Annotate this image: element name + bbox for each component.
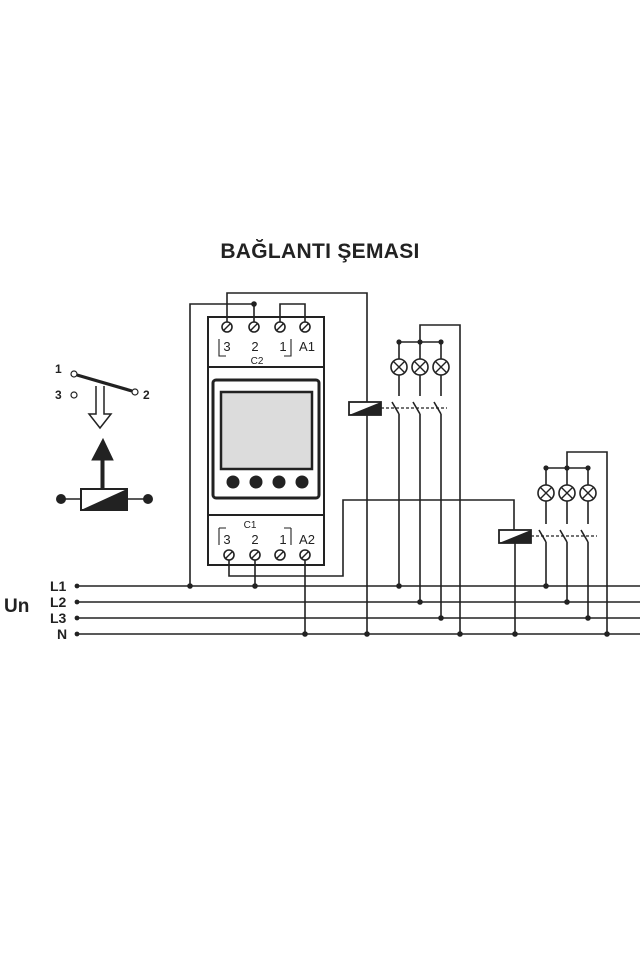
lamp-group-2-neutral (566, 451, 608, 634)
device-button-2[interactable] (249, 475, 263, 489)
coil-fill-icon (81, 489, 127, 510)
lamp-group-1 (390, 324, 463, 637)
device-top-module (207, 316, 325, 368)
contact-label-1: 1 (55, 362, 62, 376)
contactor-1-pole-1 (391, 360, 400, 586)
top-contact-bracket (218, 339, 292, 357)
device-button-1[interactable] (226, 475, 240, 489)
device-button-3[interactable] (272, 475, 286, 489)
bottom-contact-bracket (218, 527, 292, 545)
top-channel-label: C2 (251, 356, 264, 367)
diagram-title: BAĞLANTI ŞEMASI (220, 240, 420, 263)
contactor-1-pole-2 (412, 360, 421, 602)
line-label-n: N (57, 626, 67, 642)
bottom-terminal-screws (223, 549, 311, 561)
lamp-group-2 (537, 451, 610, 637)
hollow-arrow-down-icon (87, 386, 113, 430)
supply-voltage-label: Un (4, 596, 29, 617)
contact-label-2: 2 (143, 388, 150, 402)
line-label-l2: L2 (50, 594, 67, 610)
contactor-2-pole-2 (559, 500, 568, 602)
wire-c1-to-contactor2 (228, 499, 515, 577)
contact-label-3: 3 (55, 388, 62, 402)
solid-arrow-up-icon (91, 437, 114, 491)
top-terminal-screws (221, 321, 311, 333)
top-terminal-a1: A1 (299, 339, 315, 354)
wire-top-bridge (279, 303, 306, 322)
device-button-4[interactable] (295, 475, 309, 489)
top-terminal-2: 2 (251, 339, 258, 354)
contactor-2-pole-1 (538, 500, 547, 586)
lamp-group-1-neutral (419, 324, 461, 634)
bottom-terminal-a2: A2 (299, 532, 315, 547)
contactor-2 (498, 451, 610, 637)
top-terminal-3: 3 (223, 339, 230, 354)
timer-device: 3 2 1 A1 C2 C1 3 2 1 A2 (207, 316, 325, 566)
contact-point-2-icon (131, 388, 139, 396)
contact-point-3-icon (70, 391, 78, 399)
wire-l1-to-c2-common (189, 303, 255, 586)
coil-terminal-left-icon (56, 494, 66, 504)
contact-symbol: 1 3 2 (55, 362, 153, 511)
bottom-terminal-3: 3 (223, 532, 230, 547)
control-wiring (187, 292, 515, 637)
bottom-terminal-1: 1 (279, 532, 286, 547)
bottom-channel-label: C1 (244, 520, 257, 531)
contactor-1-pole-3 (433, 360, 442, 618)
wire-c2-to-neutral (226, 292, 368, 634)
line-label-l3: L3 (50, 610, 67, 626)
coil-terminal-right-icon (143, 494, 153, 504)
contact-lever-icon (76, 373, 133, 393)
contactor-2-pole-3 (580, 500, 589, 618)
bottom-terminal-2: 2 (251, 532, 258, 547)
lcd-screen (219, 390, 314, 471)
contact-point-1-icon (70, 370, 78, 378)
contactor-1 (348, 324, 463, 637)
line-label-l1: L1 (50, 578, 67, 594)
top-terminal-1: 1 (279, 339, 286, 354)
